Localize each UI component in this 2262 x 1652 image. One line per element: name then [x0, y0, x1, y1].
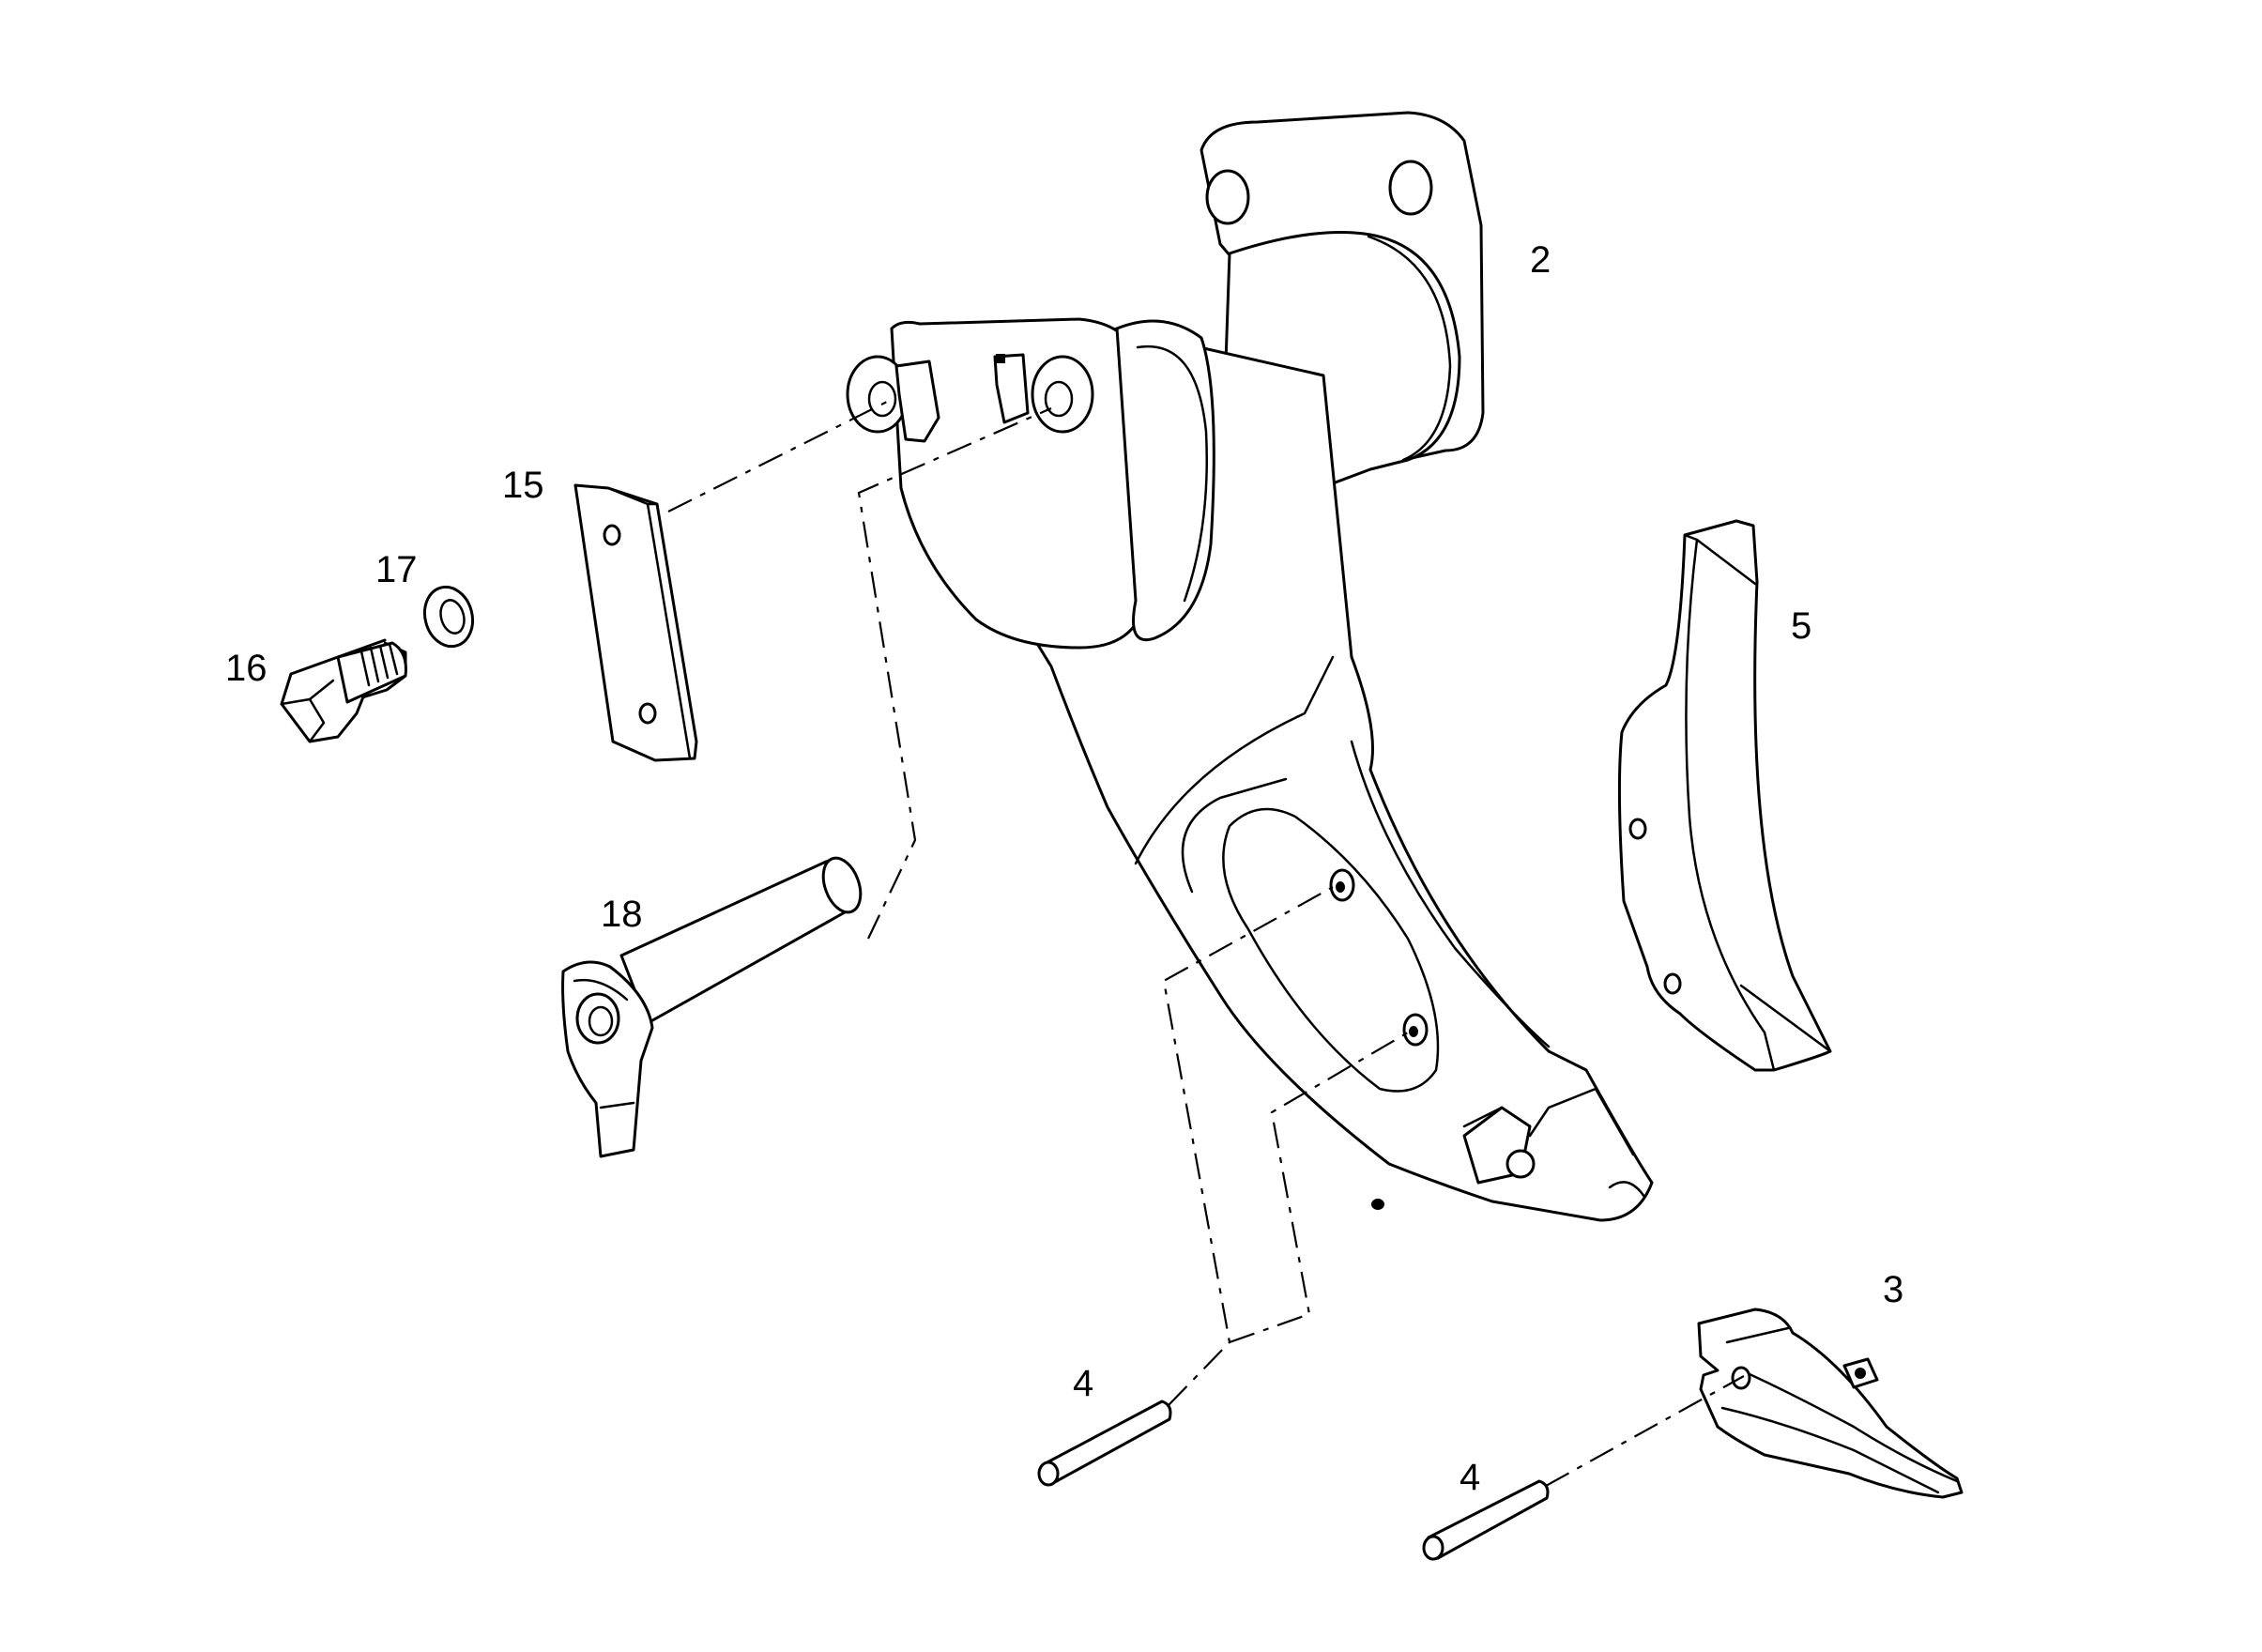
washer [422, 585, 475, 649]
leader-4a-to-hole-2 [1229, 1032, 1409, 1344]
leader-4b-to-tooth [1545, 1375, 1745, 1487]
plate [573, 483, 698, 762]
leader-18-to-lug [857, 406, 1052, 940]
callout-2: 2 [1530, 239, 1551, 281]
callout-17: 17 [375, 549, 418, 590]
callout-15: 15 [502, 465, 544, 506]
pin-4b [1422, 1479, 1550, 1561]
callout-4b: 4 [1460, 1457, 1480, 1498]
lock-pin [561, 856, 863, 1158]
ripper-shank [846, 111, 1654, 1222]
callout-16: 16 [225, 648, 267, 689]
shin-guard [1617, 519, 1832, 1072]
pin-4a [1037, 1400, 1172, 1487]
leader-15-to-lug [667, 401, 888, 512]
callouts: 2 5 3 4 4 15 17 16 18 [225, 239, 1903, 1498]
leader-lines [667, 401, 1745, 1487]
tooth-tip [1697, 1308, 1964, 1499]
callout-4a: 4 [1073, 1363, 1093, 1404]
callout-18: 18 [601, 894, 643, 935]
leader-4a-to-hole-1 [1162, 886, 1334, 1406]
bolt [280, 638, 407, 743]
callout-5: 5 [1791, 605, 1811, 647]
callout-3: 3 [1883, 1269, 1903, 1310]
